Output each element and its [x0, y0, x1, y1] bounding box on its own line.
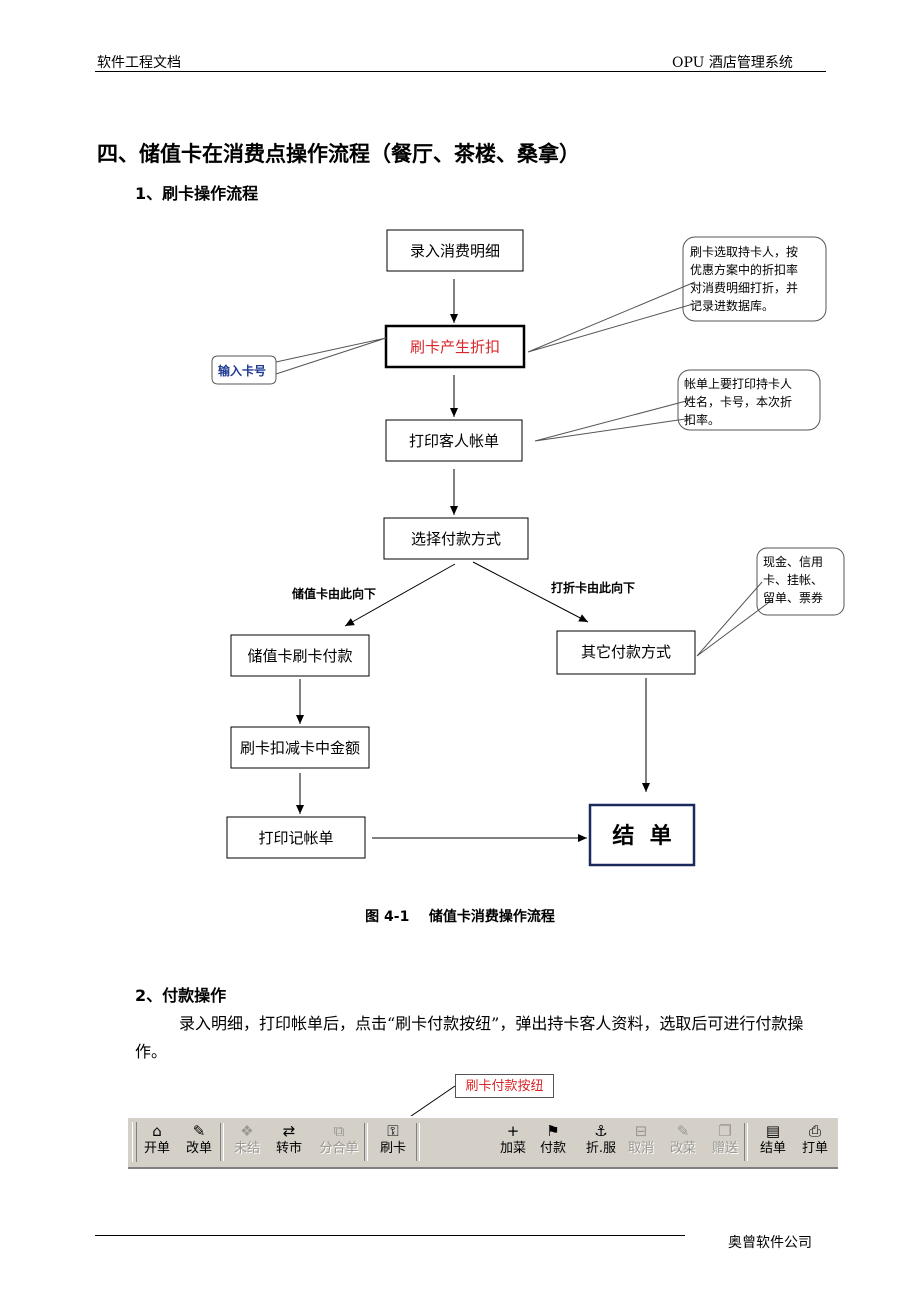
payment-icon: ⚑ [546, 1122, 560, 1140]
toolbar-button-11[interactable]: ❐赠送 [704, 1121, 746, 1163]
toolbar-button-0[interactable]: ⌂开单 [136, 1121, 178, 1163]
header-left: 软件工程文档 [97, 55, 181, 71]
arrow-left-branch [344, 563, 456, 627]
subsection-title-1: 1、刷卡操作流程 [135, 184, 259, 203]
toolbar-button-9[interactable]: ⊟取消 [620, 1121, 662, 1163]
open-bill-icon: ⌂ [152, 1122, 162, 1140]
toolbar-button-label: 改单 [185, 1141, 212, 1156]
footer-right: 奥曾软件公司 [728, 1235, 812, 1251]
card-swipe-icon: ⚿ [387, 1122, 399, 1140]
note-2-line-2: 姓名，卡号，本次折 [684, 394, 792, 409]
text-other-payment: 其它付款方式 [581, 643, 671, 661]
box-swipe-discount [384, 324, 526, 369]
toolbar-button-6[interactable]: +加菜 [492, 1121, 534, 1163]
note-3-line-2: 卡、挂帐、 [763, 572, 823, 587]
toolbar-button-label: 分合单 [319, 1141, 359, 1156]
change-dish-icon: ✎ [676, 1122, 690, 1140]
toolbar-grip[interactable] [132, 1122, 137, 1162]
arrow-right-branch [472, 561, 589, 623]
footer-rule [95, 1235, 685, 1236]
toolbar-button-label: 转市 [275, 1141, 302, 1156]
paragraph-text: 录入明细，打印帐单后，点击“刷卡付款按纽”，弹出持卡客人资料，选取后可进行付款操… [135, 1014, 804, 1061]
box-other-payment [556, 630, 696, 675]
text-print-charge: 打印记帐单 [258, 829, 333, 847]
toolbar-button-4[interactable]: ⧉分合单 [314, 1121, 364, 1163]
cancel-icon: ⊟ [634, 1122, 648, 1140]
box-settle [588, 803, 696, 867]
text-select-payment: 选择付款方式 [411, 530, 501, 548]
toolbar-button-8[interactable]: ⚓折.服 [576, 1121, 626, 1163]
box-stored-card-pay [230, 634, 370, 677]
toolbar-button-label: 折.服 [585, 1141, 617, 1156]
callout-note-3 [756, 547, 845, 616]
toolbar-separator [220, 1123, 224, 1161]
settle-bill-icon: ▤ [765, 1122, 781, 1140]
toolbar-separator [416, 1123, 420, 1161]
header-right: OPU 酒店管理系统 [672, 55, 793, 71]
unsettled-icon: ❖ [240, 1122, 254, 1140]
split-merge-icon: ⧉ [333, 1122, 345, 1140]
callout-note-2 [677, 369, 821, 431]
toolbar-button-3[interactable]: ⇄转市 [268, 1121, 310, 1163]
subsection-title-2: 2、付款操作 [135, 986, 227, 1005]
print-bill-icon: ⎙ [808, 1122, 821, 1140]
gift-icon: ❐ [718, 1122, 732, 1140]
toolbar-button-10[interactable]: ✎改菜 [662, 1121, 704, 1163]
note-3-line-1: 现金、信用 [763, 554, 823, 569]
toolbar-button-label: 取消 [627, 1141, 654, 1156]
toolbar-button-label: 加菜 [499, 1141, 526, 1156]
text-deduct-amount: 刷卡扣减卡中金额 [240, 739, 360, 757]
note-3-line-3: 留单、票券 [763, 590, 823, 605]
label-stored-card: 储值卡由此向下 [292, 586, 376, 601]
toolbar-button-label: 未结 [233, 1141, 260, 1156]
note-1-line-1: 刷卡选取持卡人，按 [690, 244, 798, 259]
paragraph: 录入明细，打印帐单后，点击“刷卡付款按纽”，弹出持卡客人资料，选取后可进行付款操… [135, 1010, 835, 1066]
text-print-bill: 打印客人帐单 [409, 432, 499, 450]
edit-bill-icon: ✎ [192, 1122, 206, 1140]
callout-note-1 [682, 236, 827, 322]
box-record-details [386, 229, 524, 272]
toolbar-button-13[interactable]: ⎙打单 [794, 1121, 836, 1163]
box-deduct-amount [230, 726, 370, 769]
note-2-line-3: 扣率。 [684, 412, 720, 427]
transfer-icon: ⇄ [282, 1122, 296, 1140]
note-2-line-1: 帐单上要打印持卡人 [684, 376, 792, 391]
label-discount-card: 打折卡由此向下 [551, 580, 635, 595]
pos-toolbar: ⌂开单✎改单❖未结⇄转市⧉分合单⚿刷卡+加菜⚑付款⚓折.服⊟取消✎改菜❐赠送▤结… [128, 1116, 838, 1169]
toolbar-button-1[interactable]: ✎改单 [178, 1121, 220, 1163]
callout-card-number [211, 355, 277, 385]
text-record-details: 录入消费明细 [410, 242, 500, 260]
toolbar-button-5[interactable]: ⚿刷卡 [372, 1121, 414, 1163]
flowchart: 录入消费明细 刷卡产生折扣 打印客人帐单 选择付款方式 储值卡刷卡付款 刷卡扣减… [211, 229, 845, 867]
text-settle: 结 单 [612, 823, 671, 849]
discount-service-icon: ⚓ [594, 1122, 608, 1140]
text-card-number: 输入卡号 [218, 363, 266, 378]
note-1-line-4: 记录进数据库。 [690, 298, 774, 313]
toolbar-button-12[interactable]: ▤结单 [752, 1121, 794, 1163]
toolbar-button-label: 付款 [539, 1141, 566, 1156]
toolbar-button-7[interactable]: ⚑付款 [532, 1121, 574, 1163]
figure-caption: 图 4-1 储值卡消费操作流程 [365, 909, 555, 925]
toolbar-separator [744, 1123, 748, 1161]
toolbar-separator [364, 1123, 368, 1161]
toolbar-button-label: 打单 [801, 1141, 828, 1156]
header-rule [95, 71, 826, 72]
toolbar-button-2[interactable]: ❖未结 [226, 1121, 268, 1163]
note-1-line-3: 对消费明细打折，并 [690, 280, 798, 295]
toolbar-button-label: 开单 [143, 1141, 170, 1156]
add-dish-icon: + [506, 1122, 520, 1140]
section-title: 四、储值卡在消费点操作流程（餐厅、茶楼、桑拿） [97, 142, 580, 166]
note-1-line-2: 优惠方案中的折扣率 [690, 262, 798, 277]
text-stored-card-pay: 储值卡刷卡付款 [247, 647, 352, 665]
toolbar-button-label: 结单 [759, 1141, 786, 1156]
box-print-charge [226, 816, 366, 859]
callout-swipe-pay-button: 刷卡付款按纽 [455, 1074, 554, 1098]
box-select-payment [383, 517, 529, 560]
toolbar-button-label: 改菜 [669, 1141, 696, 1156]
box-print-bill [385, 419, 523, 462]
toolbar-button-label: 赠送 [711, 1141, 738, 1156]
toolbar-button-label: 刷卡 [379, 1141, 406, 1156]
text-swipe-discount: 刷卡产生折扣 [410, 338, 500, 356]
